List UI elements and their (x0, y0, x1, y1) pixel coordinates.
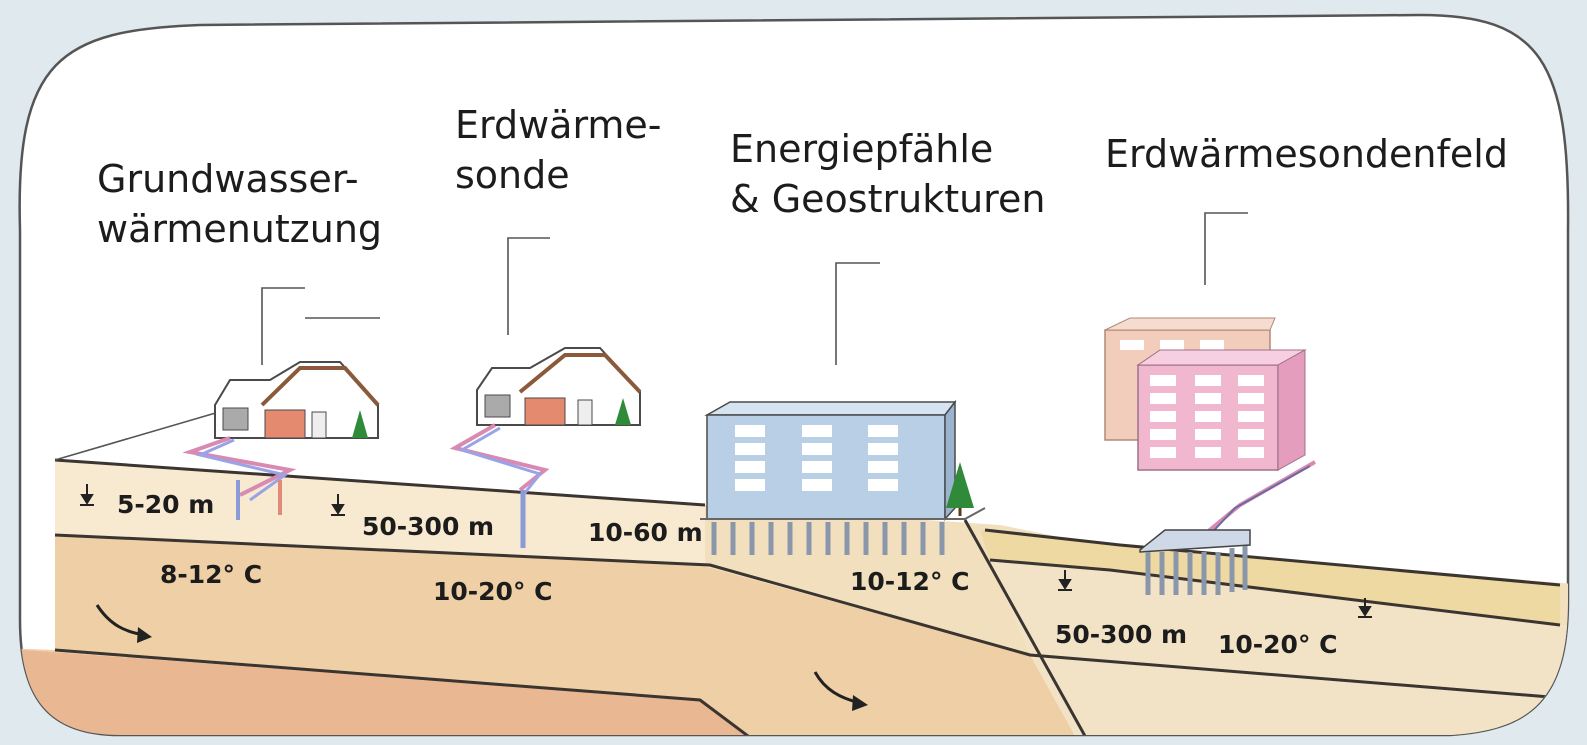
groundwater-flow-arrow-icon (95, 604, 152, 643)
soil-layer-right (990, 560, 1569, 735)
title-groundwater-line2: wärmenutzung (97, 207, 382, 251)
title-probe-line2: sonde (455, 153, 570, 197)
temperature-label-probe-field: 10-20° C (1218, 630, 1338, 659)
temperature-label-groundwater: 8-12° C (160, 560, 262, 589)
depth-label-probe-field: 50-300 m (1055, 620, 1187, 649)
water-table-arrow-icon (80, 484, 94, 506)
apartment-building-icon (700, 399, 986, 555)
temperature-label-piles: 10-12° C (850, 567, 970, 596)
fault-line (963, 519, 1092, 735)
layer-line-1 (54, 533, 1569, 702)
title-piles-line1: Energiepfähle (730, 127, 993, 171)
aquifer-band (980, 530, 1560, 625)
house-icon (182, 361, 380, 520)
surface-line (54, 458, 706, 507)
apartment-building-icon (1104, 317, 1316, 595)
title-piles-line2: & Geostrukturen (730, 177, 1045, 221)
depth-label-piles: 10-60 m (588, 518, 703, 547)
groundwater-flow-arrow-icon (813, 671, 868, 711)
water-table-arrow-icon (1358, 598, 1372, 618)
title-probe-line1: Erdwärme- (455, 103, 662, 147)
layer-line-2 (54, 648, 761, 735)
leader-line-1 (261, 287, 305, 365)
depth-label-probe: 50-300 m (362, 512, 494, 541)
tree-icon (946, 462, 974, 516)
temperature-label-probe: 10-20° C (433, 577, 553, 606)
title-groundwater-line1: Grundwasser- (97, 157, 359, 201)
leader-line-4 (1204, 212, 1248, 285)
water-table-arrow-icon (331, 494, 345, 516)
depth-label-groundwater: 5-20 m (117, 490, 214, 519)
water-table-arrow-icon (1058, 570, 1072, 591)
leader-line-2 (507, 237, 550, 335)
leader-line-3 (835, 262, 880, 365)
title-probe-field: Erdwärmesondenfeld (1105, 132, 1508, 176)
house-icon (449, 347, 642, 548)
soil-layer-bottom (19, 648, 760, 735)
ground-cross-section (19, 399, 1569, 735)
aquifer-line-top (984, 528, 1561, 587)
aquifer-line-bottom (989, 558, 1561, 627)
soil-layer-top (55, 460, 705, 565)
